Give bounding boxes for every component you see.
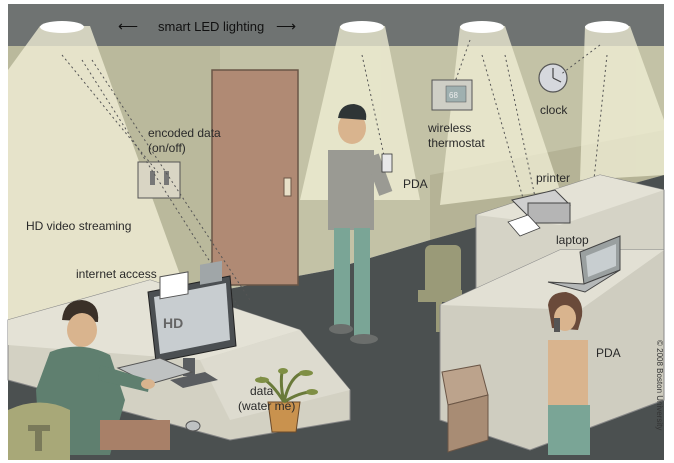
printer-label: printer — [536, 171, 571, 185]
ceiling-light-3 — [460, 21, 504, 33]
arrow-right: ⟶ — [276, 18, 297, 34]
wireless-label: wireless — [428, 121, 472, 135]
ceiling-light-4 — [585, 21, 629, 33]
pda-top-label: PDA — [403, 177, 428, 191]
arrow-left: ⟵ — [118, 18, 139, 34]
mouse — [185, 420, 201, 432]
encoded-data-label: encoded data — [148, 126, 221, 140]
hd-video-streaming-label: HD video streaming — [26, 219, 132, 233]
office-chair — [418, 245, 462, 332]
printer-device — [507, 189, 571, 237]
water-me-label: (water me) — [238, 399, 296, 413]
light-switch — [137, 161, 181, 199]
hd-monitor: HD — [147, 260, 237, 388]
on-off-label: (on/off) — [148, 141, 186, 155]
thermostat-display: 68 — [449, 91, 458, 100]
thermostat-label: thermostat — [428, 136, 485, 150]
pda-bottom-label: PDA — [596, 346, 621, 360]
data-label: data — [250, 384, 274, 398]
copyright-notice: © 2008 Boston University — [655, 340, 664, 430]
ceiling — [8, 4, 664, 46]
light-cone-1 — [8, 26, 200, 330]
pda-device-top — [381, 153, 393, 173]
light-cone-4 — [580, 26, 664, 180]
clock-label: clock — [540, 103, 568, 117]
ceiling-light-1 — [40, 21, 84, 33]
laptop-device — [547, 235, 621, 293]
seated-woman — [548, 292, 590, 455]
laptop-label: laptop — [556, 233, 589, 247]
standing-person — [328, 104, 393, 344]
ceiling-light-2 — [340, 21, 384, 33]
light-cone-3 — [440, 26, 560, 205]
potted-plant — [255, 368, 318, 433]
internet-access-label: internet access — [76, 267, 157, 281]
pda-device-bottom — [554, 318, 560, 332]
hd-screen-text: HD — [163, 315, 183, 331]
smart-led-lighting-label: smart LED lighting — [158, 19, 265, 34]
